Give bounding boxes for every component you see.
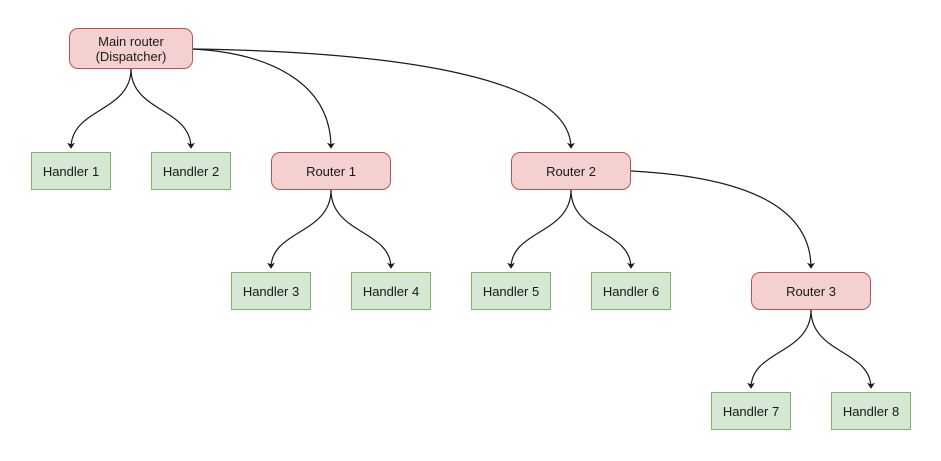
node-handler-8[interactable]: Handler 8 xyxy=(831,392,911,430)
node-main-router[interactable]: Main router (Dispatcher) xyxy=(69,28,193,69)
node-label-handler-6: Handler 6 xyxy=(602,283,660,299)
node-label-handler-1: Handler 1 xyxy=(42,163,100,179)
edge-main-to-router-1 xyxy=(192,48,335,149)
edge-main-to-router-2 xyxy=(192,48,575,149)
edge-router-2-to-router-3 xyxy=(630,170,815,269)
node-handler-6[interactable]: Handler 6 xyxy=(591,272,671,310)
node-handler-2[interactable]: Handler 2 xyxy=(151,152,231,190)
node-handler-5[interactable]: Handler 5 xyxy=(471,272,551,310)
node-label-handler-8: Handler 8 xyxy=(842,403,900,419)
edge-main-to-handler-1 xyxy=(67,68,132,149)
node-router-2[interactable]: Router 2 xyxy=(511,152,631,190)
node-label-handler-7: Handler 7 xyxy=(722,403,780,419)
edge-router-1-to-handler-4 xyxy=(330,189,395,269)
node-label-router-1: Router 1 xyxy=(306,163,356,179)
edge-group xyxy=(67,48,875,389)
edge-router-3-to-handler-8 xyxy=(810,309,875,389)
edge-router-1-to-handler-3 xyxy=(267,189,332,269)
edge-router-3-to-handler-7 xyxy=(747,309,812,389)
node-handler-4[interactable]: Handler 4 xyxy=(351,272,431,310)
node-label-handler-5: Handler 5 xyxy=(482,283,540,299)
node-label-handler-2: Handler 2 xyxy=(162,163,220,179)
node-router-3[interactable]: Router 3 xyxy=(751,272,871,310)
edge-router-2-to-handler-6 xyxy=(570,189,635,269)
node-handler-7[interactable]: Handler 7 xyxy=(711,392,791,430)
edge-main-to-handler-2 xyxy=(130,68,195,149)
node-router-1[interactable]: Router 1 xyxy=(271,152,391,190)
node-handler-3[interactable]: Handler 3 xyxy=(231,272,311,310)
edge-router-2-to-handler-5 xyxy=(507,189,572,269)
node-handler-1[interactable]: Handler 1 xyxy=(31,152,111,190)
node-label-main-router: Main router (Dispatcher) xyxy=(95,33,167,64)
node-label-handler-3: Handler 3 xyxy=(242,283,300,299)
node-label-router-2: Router 2 xyxy=(546,163,596,179)
node-label-handler-4: Handler 4 xyxy=(362,283,420,299)
node-label-router-3: Router 3 xyxy=(786,283,836,299)
